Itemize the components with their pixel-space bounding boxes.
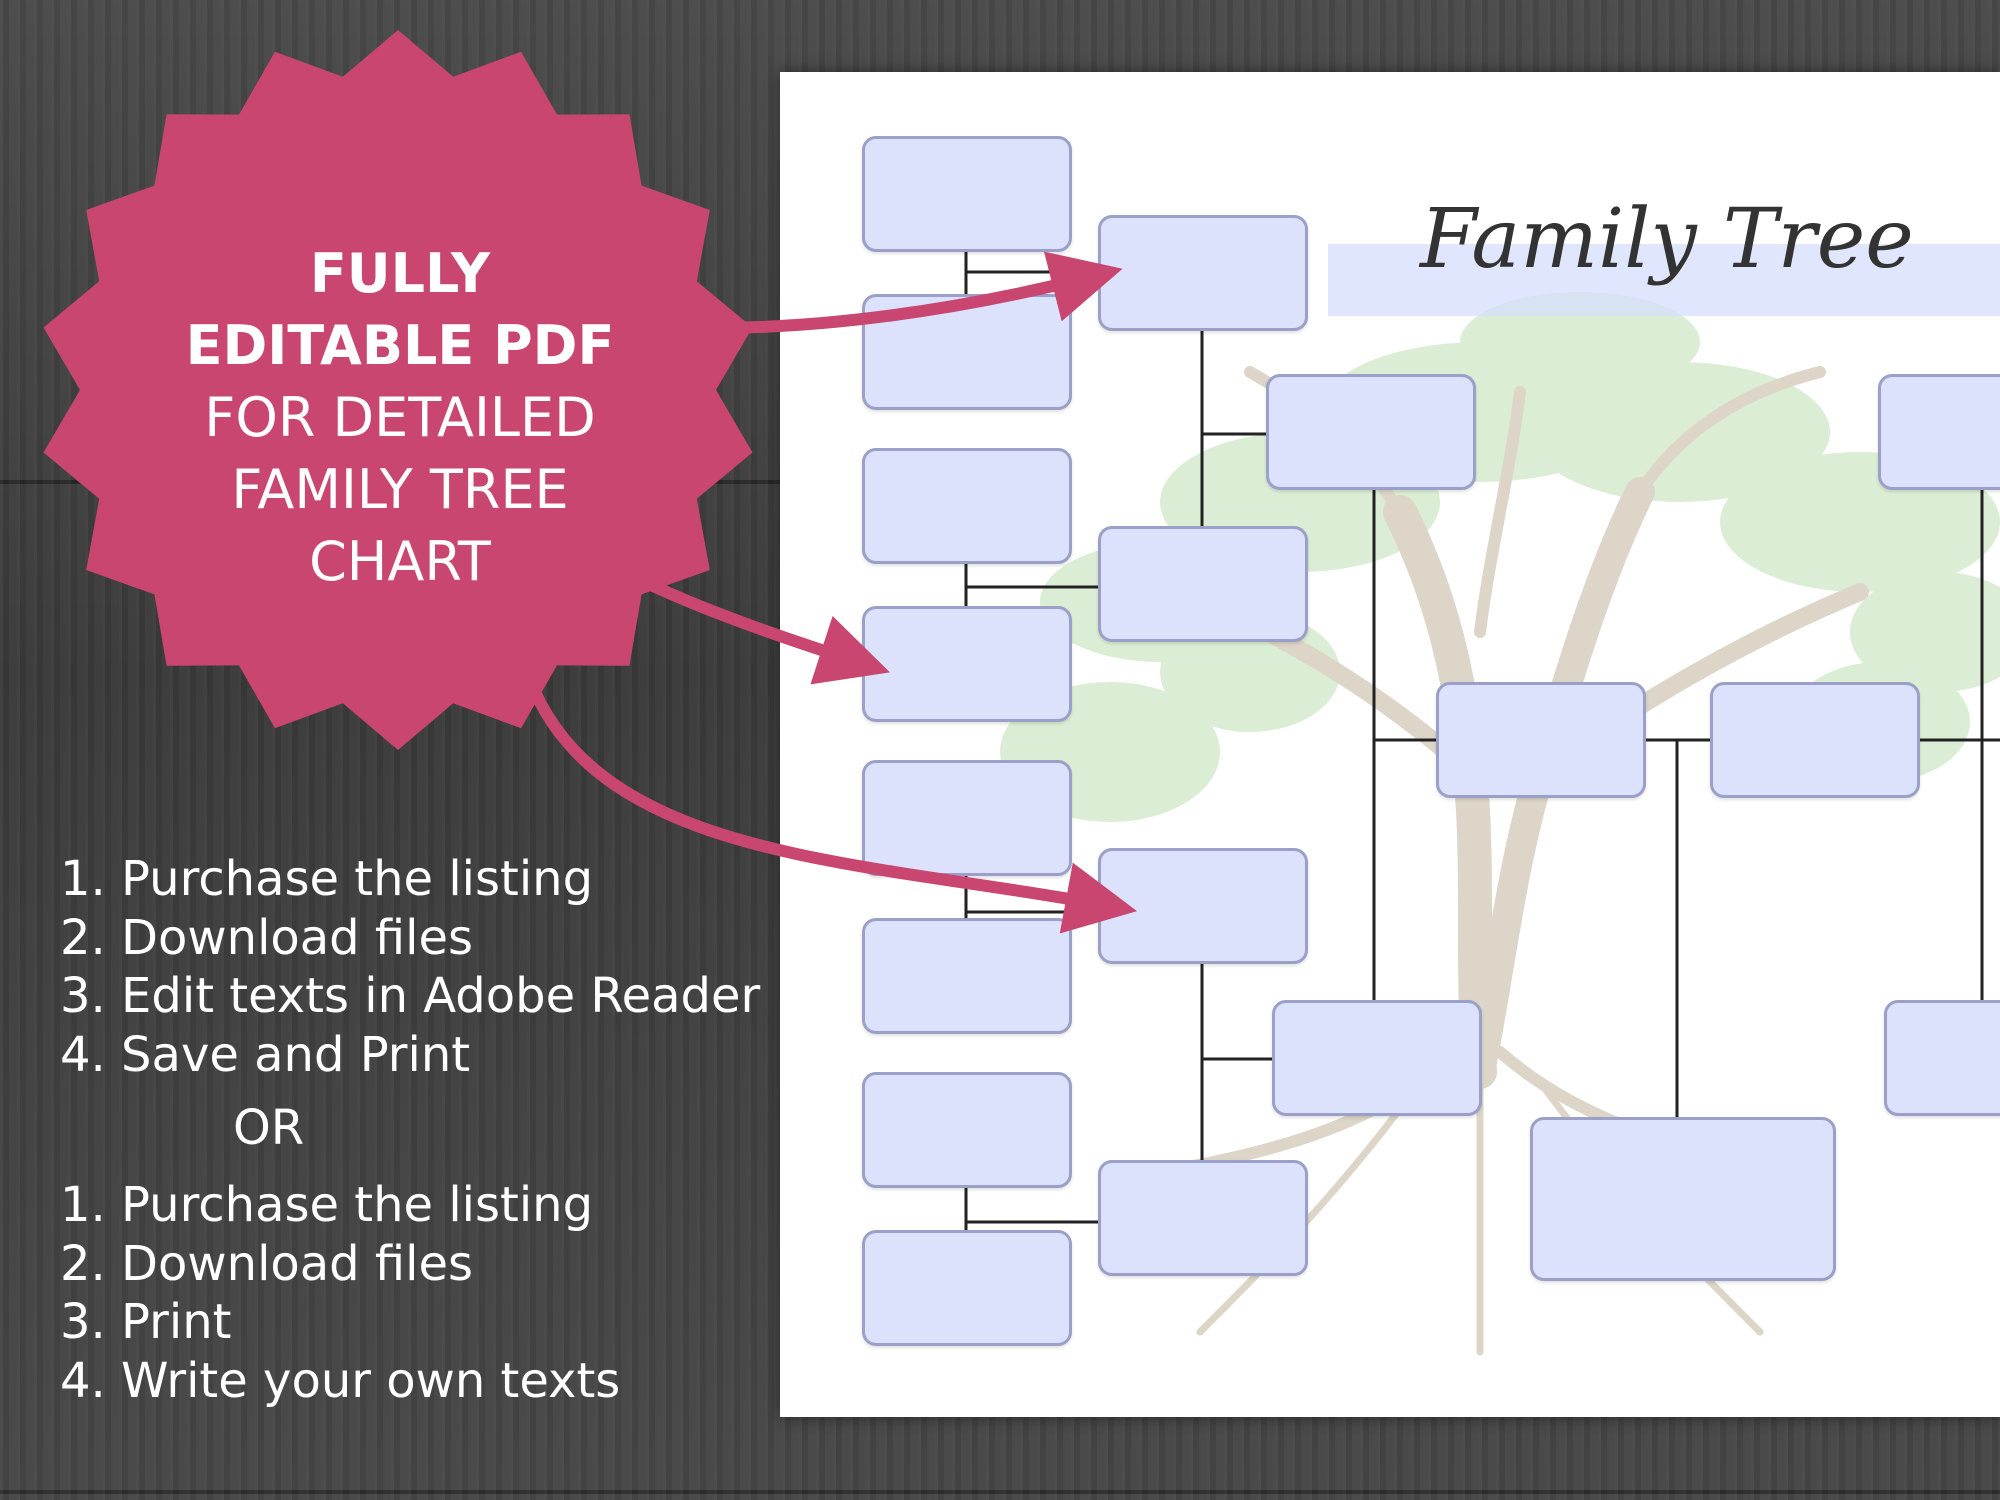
badge-line: FAMILY TREE <box>231 458 569 521</box>
arrow-to-box <box>684 251 1123 335</box>
instruction-step: 2. Download files <box>60 909 474 966</box>
badge-line: EDITABLE PDF <box>185 314 615 377</box>
grandparent-box[interactable] <box>1098 215 1308 331</box>
great-grandparent-box[interactable] <box>862 448 1072 564</box>
instruction-step: 4. Save and Print <box>60 1026 471 1083</box>
spouse-box[interactable] <box>1436 682 1646 798</box>
starburst-badge <box>43 30 753 750</box>
parent-box[interactable] <box>1884 1000 2000 1116</box>
spouse-box[interactable] <box>1710 682 1920 798</box>
or-separator: OR <box>233 1100 305 1156</box>
badge-line: CHART <box>309 530 491 593</box>
badge-line: FULLY <box>309 242 491 305</box>
sheet-title: Family Tree <box>1420 192 1914 287</box>
great-grandparent-box[interactable] <box>862 1072 1072 1188</box>
great-grandparent-box[interactable] <box>862 136 1072 252</box>
arrow-to-box <box>524 674 1138 934</box>
instruction-step: 3. Edit texts in Adobe Reader <box>60 968 761 1024</box>
grandparent-box[interactable] <box>1098 1160 1308 1276</box>
instructions-panel: 1. Purchase the listing 2. Download file… <box>60 850 800 1410</box>
instruction-step: 1. Purchase the listing <box>60 851 594 907</box>
great-grandparent-box[interactable] <box>862 1230 1072 1346</box>
child-box[interactable] <box>1530 1117 1836 1281</box>
instruction-step: 4. Write your own texts <box>60 1352 621 1409</box>
badge-line: FOR DETAILED <box>204 386 596 449</box>
badge-text: FULLY EDITABLE PDF FOR DETAILED FAMILY T… <box>120 238 680 598</box>
great-grandparent-box[interactable] <box>862 918 1072 1034</box>
parent-box[interactable] <box>1266 374 1476 490</box>
great-grandparent-box[interactable] <box>862 606 1072 722</box>
instruction-step: 3. Print <box>60 1294 232 1350</box>
great-grandparent-box[interactable] <box>862 760 1072 876</box>
instruction-step: 2. Download files <box>60 1235 474 1292</box>
family-name-field[interactable] <box>1328 244 2000 316</box>
parent-box[interactable] <box>1878 374 2000 490</box>
parent-box[interactable] <box>1272 1000 1482 1116</box>
grandparent-box[interactable] <box>1098 526 1308 642</box>
instruction-step: 1. Purchase the listing <box>60 1177 594 1233</box>
